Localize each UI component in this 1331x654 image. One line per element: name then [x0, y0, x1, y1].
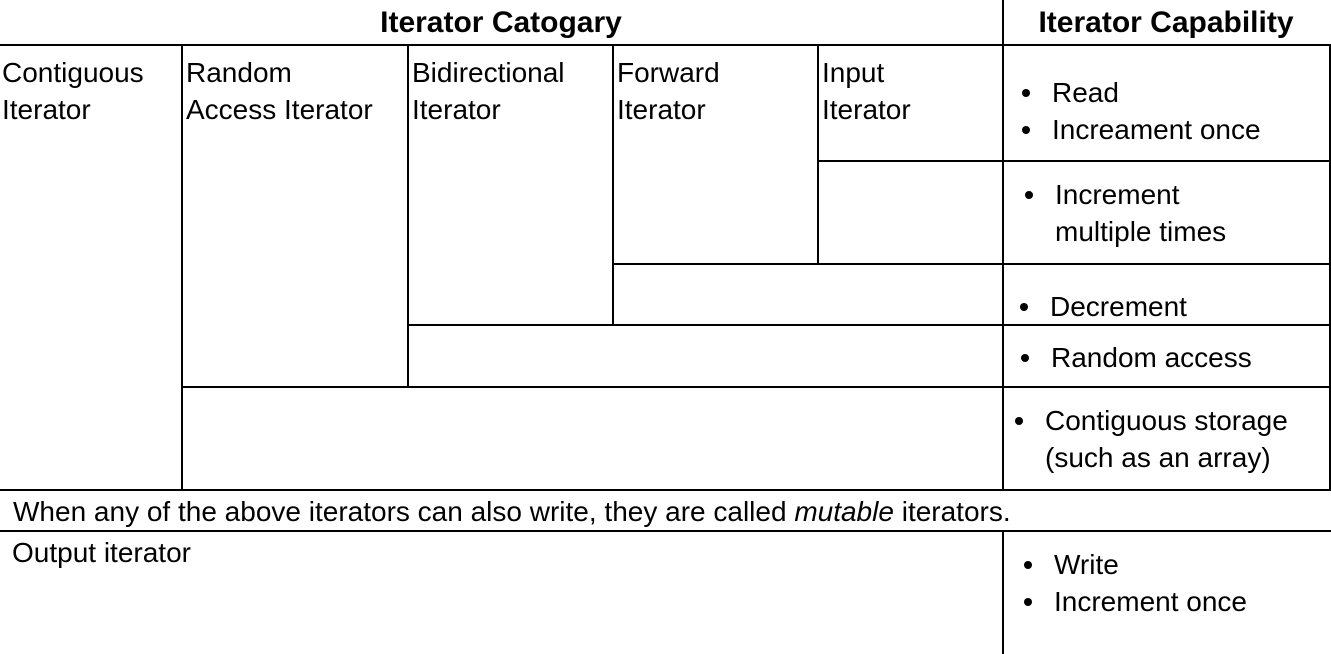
random-access-capabilities: Random access [1021, 339, 1252, 376]
divider-right-edge [1329, 44, 1331, 490]
input-iterator-label: Input Iterator [822, 57, 911, 125]
divider-contiguous [181, 45, 183, 490]
divider-capability-column [1002, 0, 1004, 490]
divider-contiguous-row [0, 489, 1331, 491]
capability-header: Iterator Capability [1038, 6, 1294, 39]
mutable-note: When any of the above iterators can also… [13, 493, 1011, 530]
capability-item: Contiguous storage (such as an array) [1015, 402, 1288, 476]
divider-forward-row [612, 263, 1331, 265]
mutable-note-emphasis: mutable [794, 496, 894, 527]
divider-random-access [407, 45, 409, 387]
input-capabilities: Read Increament once [1022, 74, 1261, 148]
mutable-note-after: iterators. [893, 496, 1011, 527]
output-capabilities: Write Increment once [1024, 546, 1247, 620]
divider-random-access-row [181, 386, 1331, 388]
category-header: Iterator Catogary [380, 6, 622, 39]
capability-item: Read [1022, 74, 1261, 111]
capability-item: Decrement [1020, 288, 1187, 325]
divider-forward [817, 45, 819, 264]
bidirectional-iterator-label: Bidirectional Iterator [412, 57, 565, 125]
contiguous-capabilities: Contiguous storage (such as an array) [1015, 402, 1288, 476]
random-access-iterator-label: Random Access Iterator [186, 57, 373, 125]
capability-item: Increment multiple times [1024, 176, 1226, 250]
capability-item: Random access [1021, 339, 1252, 376]
capability-item: Increament once [1022, 111, 1261, 148]
divider-input-row [817, 160, 1331, 162]
divider-note-row [0, 530, 1331, 532]
capability-item: Increment once [1024, 583, 1247, 620]
capability-item: Write [1024, 546, 1247, 583]
forward-capabilities: Increment multiple times [1024, 176, 1226, 250]
forward-iterator-label: Forward Iterator [617, 57, 720, 125]
divider-output-capability [1002, 530, 1004, 654]
bidirectional-capabilities: Decrement [1020, 288, 1187, 325]
divider-bidirectional-row [407, 324, 1331, 326]
divider-header [0, 44, 1331, 46]
output-iterator-label: Output iterator [12, 537, 191, 568]
contiguous-iterator-label: Contiguous Iterator [2, 57, 144, 125]
mutable-note-before: When any of the above iterators can also… [13, 496, 795, 527]
divider-bidirectional [612, 45, 614, 326]
